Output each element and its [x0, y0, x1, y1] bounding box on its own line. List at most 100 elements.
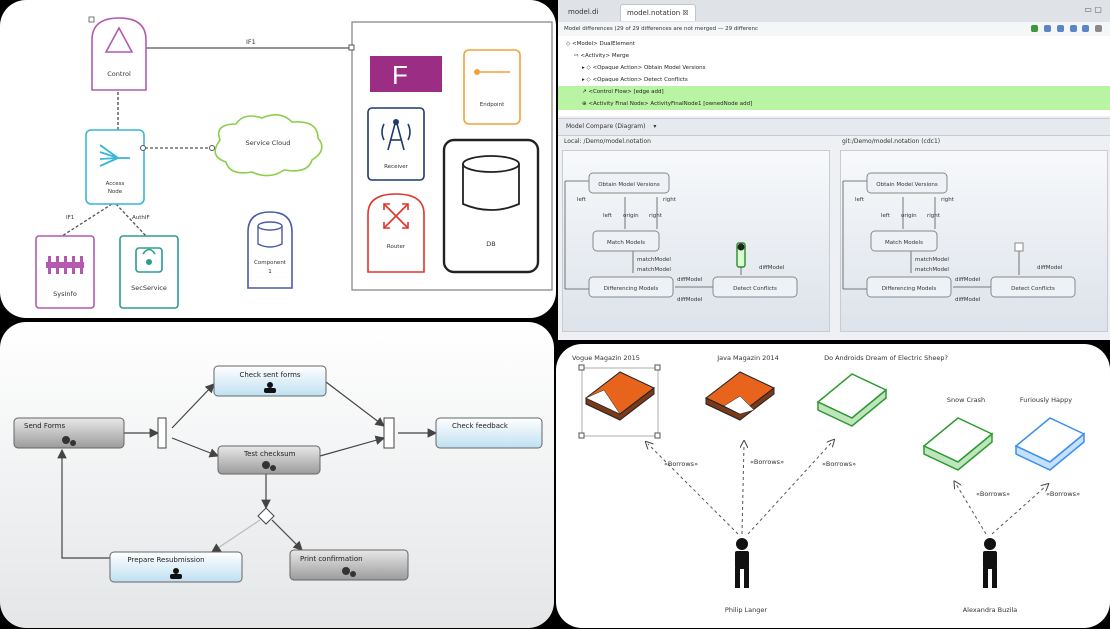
function-node[interactable]: F	[370, 56, 442, 92]
svg-text:left: left	[855, 197, 865, 203]
prepare-resubmission-action[interactable]: Prepare Resubmission	[109, 551, 243, 583]
tree-row[interactable]: ◇ <Model> DualElement	[566, 41, 635, 47]
svg-text:diffModel: diffModel	[955, 277, 981, 283]
obtain-node	[866, 172, 948, 194]
svg-text:Obtain Model Versions: Obtain Model Versions	[876, 182, 938, 188]
svg-text:matchModel: matchModel	[915, 267, 949, 273]
book-snow-crash[interactable]: Snow Crash	[922, 396, 994, 471]
svg-text:Send Forms: Send Forms	[24, 422, 65, 430]
differencing-node	[588, 276, 674, 298]
db-node[interactable]: DB	[442, 138, 540, 274]
detect-node	[712, 276, 798, 298]
user-icon	[264, 382, 276, 393]
borrow-diagram-panel: «Borrows» «Borrows» «Borrows» «Borrows» …	[556, 344, 1110, 628]
svg-text:Receiver: Receiver	[384, 164, 409, 170]
borrows-label: «Borrows»	[750, 458, 784, 466]
join-bar	[383, 417, 395, 449]
merge-right-icon	[1056, 25, 1064, 32]
svg-text:matchModel: matchModel	[637, 267, 671, 273]
detect-node	[990, 276, 1076, 298]
svg-text:right: right	[663, 197, 677, 203]
svg-text:Java Magazin 2014: Java Magazin 2014	[716, 354, 778, 362]
window-controls[interactable]: ▭ ▢	[1084, 5, 1102, 14]
activity-diagram: Send Forms Check sent forms Test checksu…	[13, 365, 543, 583]
service-cloud-node[interactable]: Service Cloud	[209, 114, 323, 177]
obtain-node	[588, 172, 670, 194]
svg-text:diffModel: diffModel	[677, 297, 703, 303]
chevron-down-icon[interactable]: ▾	[653, 123, 657, 130]
fork-bar	[157, 417, 167, 449]
tree-row[interactable]: ▸ ◇ <Opaque Action> Obtain Model Version…	[582, 65, 706, 71]
borrows-label: «Borrows»	[664, 460, 698, 468]
tree-row[interactable]: ▸ ◇ <Opaque Action> Detect Conflicts	[582, 77, 688, 83]
svg-text:Vogue Magazin 2015: Vogue Magazin 2015	[572, 354, 640, 362]
port-icon	[474, 69, 480, 75]
actor-alexandra[interactable]: Alexandra Buzila	[963, 538, 1018, 614]
svg-text:diffModel: diffModel	[759, 265, 785, 271]
svg-text:right: right	[649, 213, 663, 219]
svg-text:Component: Component	[254, 260, 287, 266]
test-checksum-action[interactable]: Test checksum	[217, 445, 321, 475]
editor-tab-bar: model.di model.notation ☒ ▭ ▢	[558, 0, 1110, 23]
gears-icon	[262, 461, 276, 471]
svg-text:Detect Conflicts: Detect Conflicts	[1011, 286, 1055, 292]
edge-label-if1: IF1	[246, 38, 256, 46]
compare-viewer-header: Model Compare (Diagram) ▾	[558, 118, 1110, 136]
endpoint-node[interactable]: Endpoint	[463, 49, 521, 125]
svg-text:Differencing Models: Differencing Models	[882, 286, 937, 292]
right-diagram-pane[interactable]: Obtain Model Versions Match Models Diffe…	[840, 150, 1108, 332]
svg-text:Check feedback: Check feedback	[452, 422, 509, 430]
book-androids[interactable]: Do Androids Dream of Electric Sheep?	[816, 354, 948, 427]
svg-text:diffModel: diffModel	[1037, 265, 1063, 271]
svg-text:DB: DB	[486, 240, 495, 248]
tab-model-notation[interactable]: model.notation ☒	[620, 4, 696, 21]
final-node-placeholder	[1014, 242, 1024, 252]
left-pane-title: Local: /Demo/model.notation	[564, 138, 651, 145]
svg-text:matchModel: matchModel	[915, 257, 949, 263]
svg-text:SysInfo: SysInfo	[53, 290, 77, 298]
svg-text:Philip Langer: Philip Langer	[725, 606, 767, 614]
component-diagram: IF1 IF1 AuthIF Control Access Node	[35, 16, 553, 309]
borrows-label: «Borrows»	[822, 460, 856, 468]
receiver-node[interactable]: Receiver	[367, 107, 425, 181]
svg-text:Print confirmation: Print confirmation	[300, 555, 363, 563]
check-sent-forms-action[interactable]: Check sent forms	[213, 365, 327, 397]
svg-text:Obtain Model Versions: Obtain Model Versions	[598, 182, 660, 188]
activity-diagram-panel: Send Forms Check sent forms Test checksu…	[0, 322, 554, 628]
router-node[interactable]: Router	[367, 193, 425, 273]
filter-icon	[1095, 25, 1102, 32]
control-node[interactable]: Control	[88, 16, 147, 91]
lock-icon	[135, 247, 163, 273]
tree-row-added[interactable]: ⊕ <Activity Final Node> ActivityFinalNod…	[558, 98, 1110, 110]
f-icon: F	[392, 60, 408, 90]
svg-text:left: left	[603, 213, 613, 219]
book-furiously-happy[interactable]: Furiously Happy	[1014, 396, 1086, 471]
svg-text:Alexandra Buzila: Alexandra Buzila	[963, 606, 1018, 614]
actor-philip[interactable]: Philip Langer	[725, 538, 767, 614]
borrow-diagram: «Borrows» «Borrows» «Borrows» «Borrows» …	[572, 354, 1086, 614]
right-activity-diagram: Obtain Model Versions Match Models Diffe…	[842, 172, 1076, 303]
svg-text:Router: Router	[387, 244, 406, 250]
secservice-node[interactable]: SecService	[119, 235, 179, 309]
compare-tool-buttons[interactable]	[1029, 22, 1104, 36]
svg-text:Prepare Resubmission: Prepare Resubmission	[127, 556, 204, 564]
svg-text:origin: origin	[901, 213, 917, 219]
access-node[interactable]: Access Node	[85, 129, 146, 205]
antenna-icon	[381, 119, 411, 151]
print-confirmation-action[interactable]: Print confirmation	[289, 549, 409, 581]
gears-icon	[342, 567, 356, 577]
send-forms-action[interactable]: Send Forms	[13, 417, 125, 449]
book-java[interactable]: Java Magazin 2014	[705, 354, 779, 421]
match-node	[592, 230, 660, 252]
decision-node	[257, 507, 275, 525]
edge-access-secservice	[115, 203, 147, 237]
tree-row-added[interactable]: ↗ <Control Flow> [edge add]	[558, 86, 1110, 98]
component-node[interactable]: Component 1	[247, 211, 293, 289]
check-feedback-action[interactable]: Check feedback	[435, 417, 543, 449]
grid-icon	[46, 256, 84, 274]
system-node[interactable]: SysInfo	[35, 235, 95, 309]
book-vogue[interactable]: Vogue Magazin 2015	[572, 354, 661, 439]
tree-row[interactable]: ⇨ <Activity> Merge	[574, 53, 630, 59]
tab-model-di[interactable]: model.di	[568, 8, 599, 16]
left-diagram-pane[interactable]: Obtain Model Versions Match Models Diffe…	[562, 150, 830, 332]
